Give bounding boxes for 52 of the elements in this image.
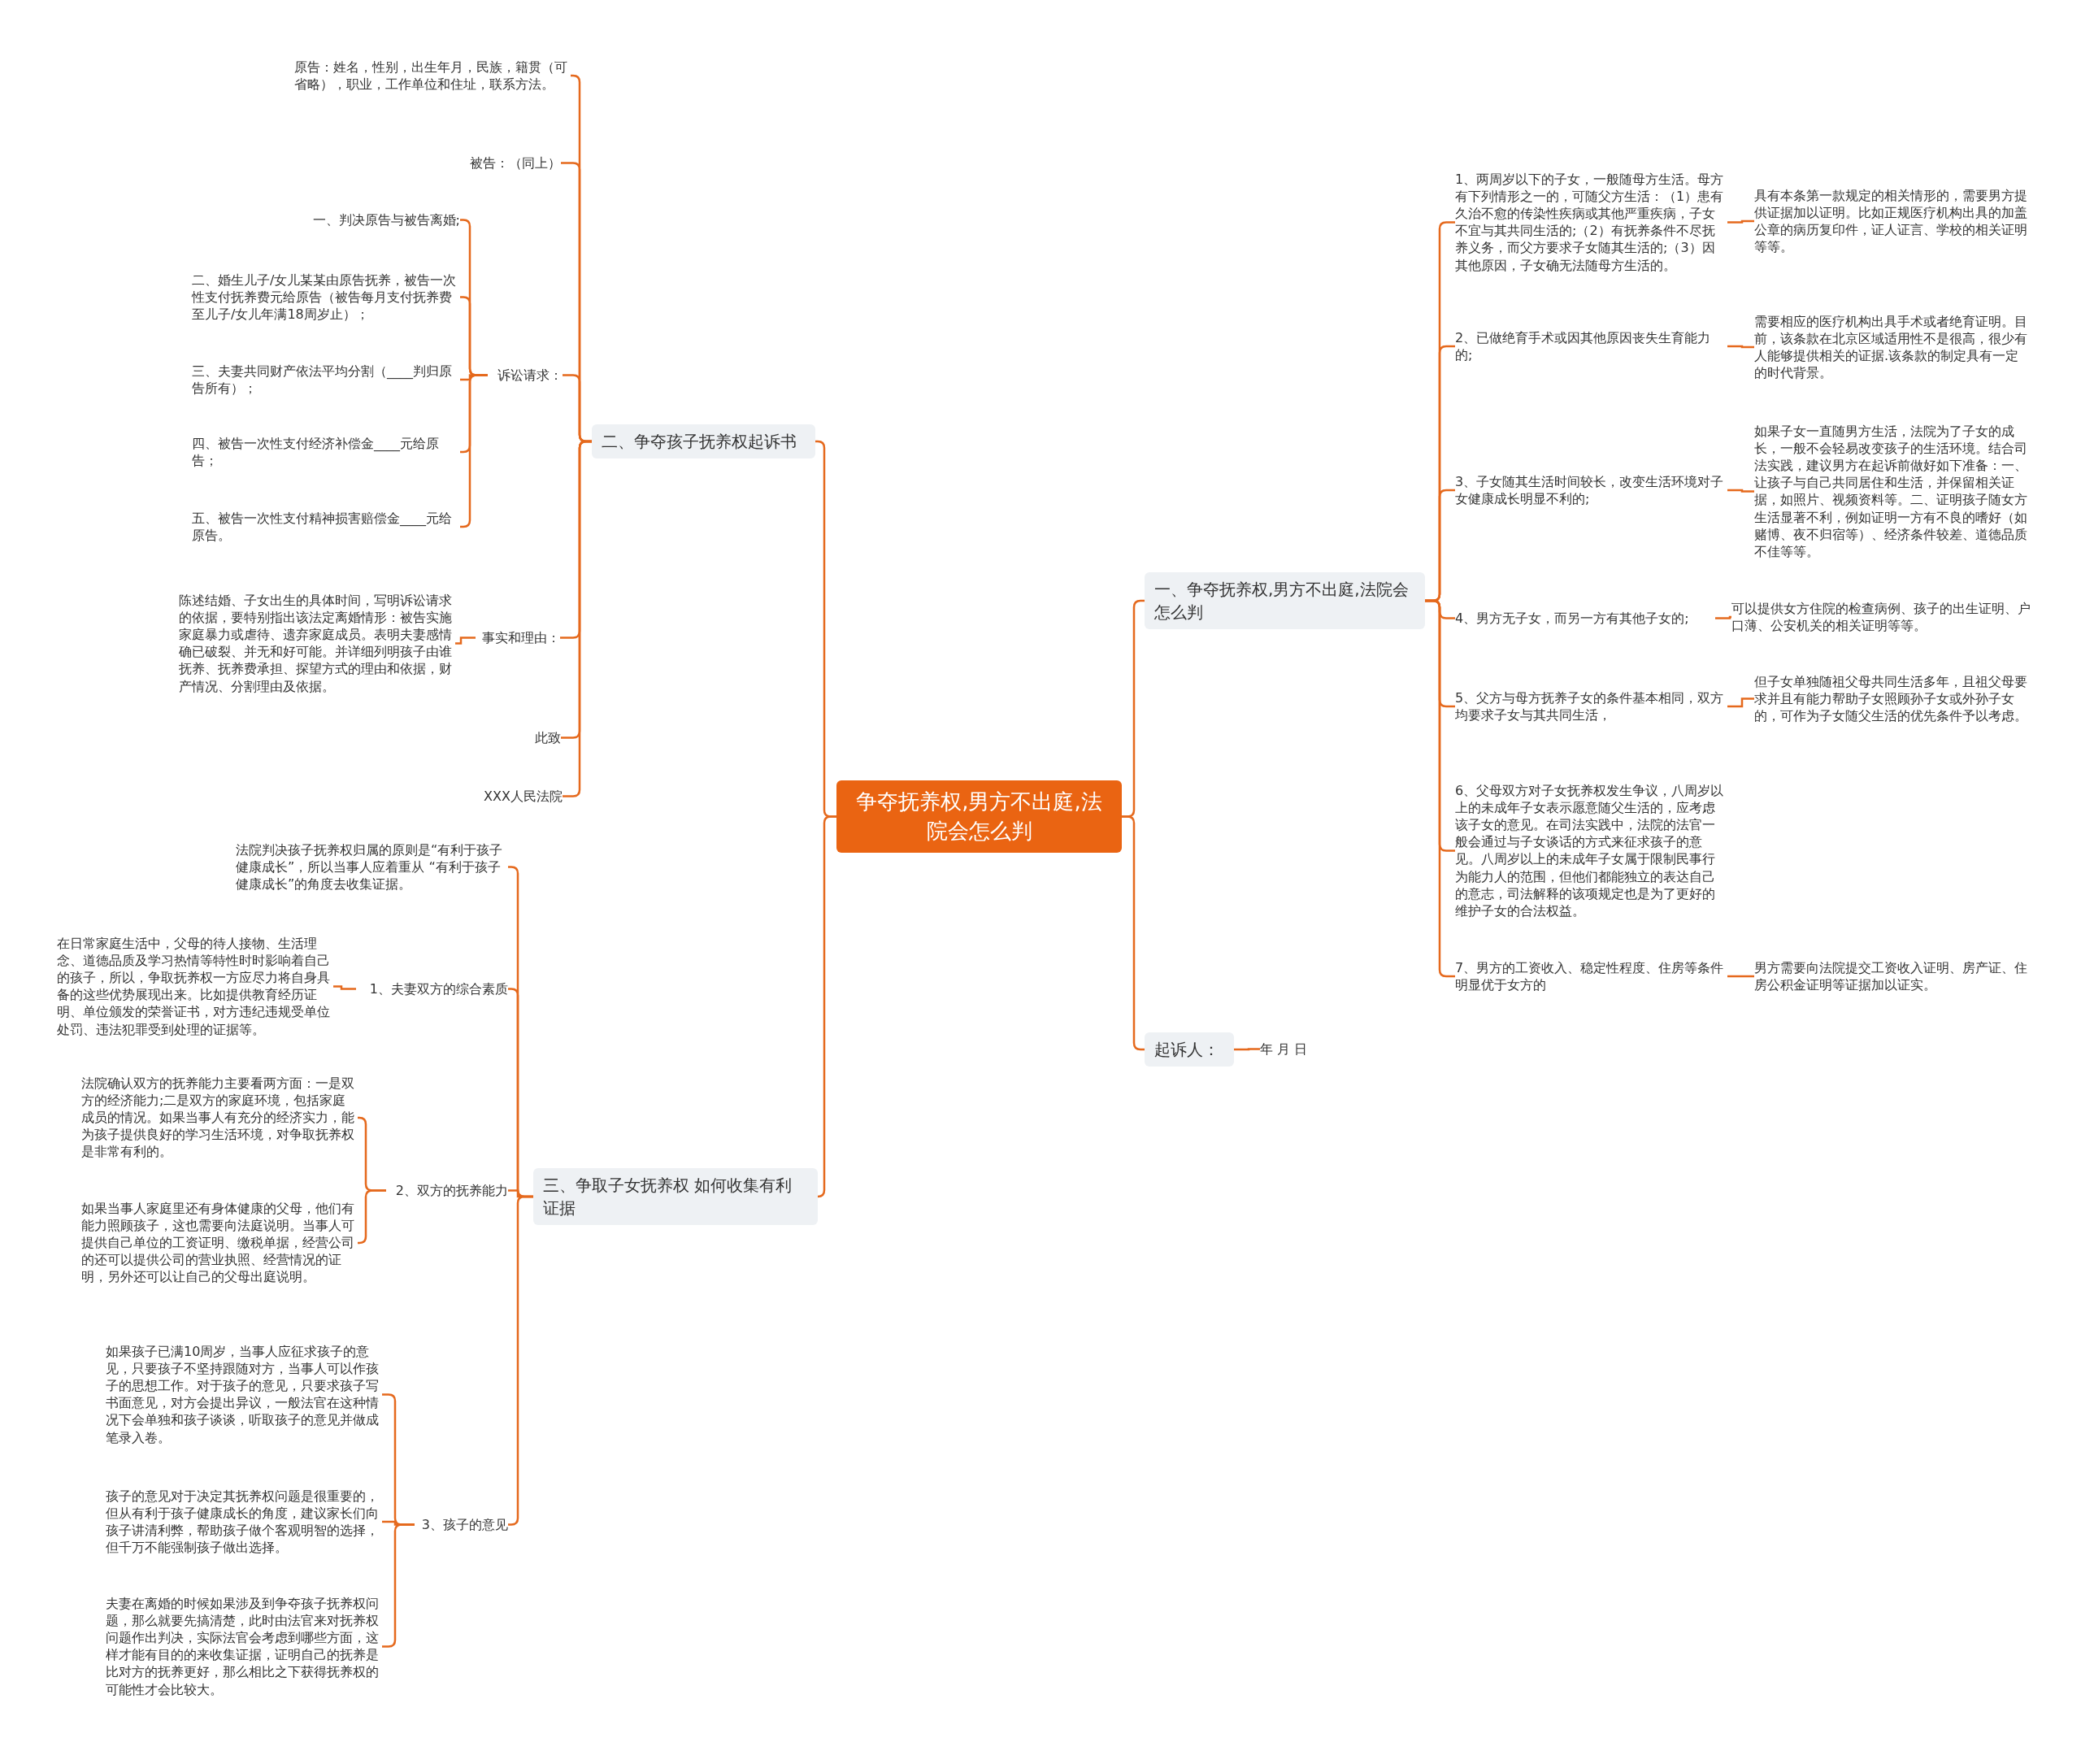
branch-topic: 二、争夺孩子抚养权起诉书 (592, 424, 815, 458)
topic-text: 可以提供女方住院的检查病例、孩子的出生证明、户口薄、公安机关的相关证明等等。 (1731, 600, 2034, 635)
connector-line (1727, 489, 1754, 493)
topic-text: 原告：姓名，性别，出生年月，民族，籍贯（可省略），职业，工作单位和住址，联系方法。 (294, 59, 571, 93)
topic-text: 男方需要向法院提交工资收入证明、房产证、住房公积金证明等证据加以证实。 (1754, 959, 2031, 994)
topic-text: 被告：（同上） (455, 154, 561, 172)
topic-text: 诉讼请求： (488, 367, 563, 385)
topic-text: 三、夫妻共同财产依法平均分割（____判归原告所有）； (192, 363, 460, 398)
connector-line (1727, 697, 1754, 708)
connector-line (1715, 615, 1732, 619)
connector-line (1727, 975, 1754, 978)
connector-line (358, 1189, 386, 1245)
topic-text: 6、父母双方对子女抚养权发生争议，八周岁以上的未成年子女表示愿意随父生活的，应考虑该子女的意见。在司法实践中，法院的法官一般会通过与子女谈话的方式来征求孩子的意见。八周岁以上的未成年子女属于限制民事行为能力人的范围，但他们都能独立的表达自己的意志，司法解释的该项规定也是为了更好的维护子女的合法权益。 (1455, 782, 1727, 919)
topic-text: XXX人民法院 (467, 788, 563, 806)
topic-text: 一、判决原告与被告离婚; (268, 211, 460, 229)
topic-text: 3、孩子的意见 (415, 1516, 508, 1534)
branch-topic: 一、争夺抚养权,男方不出庭,法院会怎么判 (1145, 572, 1425, 629)
topic-text: 具有本条第一款规定的相关情形的，需要男方提供证据加以证明。比如正规医疗机构出具的加盖公章的病历复印件，证人证言、学校的相关证明等等。 (1754, 187, 2031, 256)
central-topic: 争夺抚养权,男方不出庭,法院会怎么判 (836, 780, 1122, 853)
topic-text: 7、男方的工资收入、稳定性程度、住房等条件明显优于女方的 (1455, 959, 1727, 994)
topic-text: 夫妻在离婚的时候如果涉及到争夺孩子抚养权问题，那么就要先搞清楚，此时由法官来对抚养权问题作出判决，实际法官会考虑到哪些方面，这样才能有目的的来收集证据，证明自己的抚养是比对方的抚养更好，那么相比之下获得抚养权的可能性才会比较大。 (106, 1595, 382, 1698)
topic-text: 如果当事人家庭里还有身体健康的父母，他们有能力照顾孩子，这也需要向法庭说明。当事人可提供自己单位的工资证明、缴税单据，经营公司的还可以提供公司的营业执照、经营情况的证明，另外还可以让自己的父母出庭说明。 (81, 1200, 358, 1286)
topic-text: 5、父方与母方抚养子女的条件基本相同，双方均要求子女与其共同生活， (1455, 689, 1727, 724)
topic-text: 五、被告一次性支付精神损害赔偿金____元给原告。 (192, 510, 460, 545)
topic-text: 法院判决孩子抚养权归属的原则是“有利于孩子健康成长”，所以当事人应着重从 “有利于孩子健康成长”的角度去收集证据。 (236, 841, 508, 893)
topic-text: 年 月 日 (1260, 1041, 1333, 1058)
topic-text: 陈述结婚、子女出生的具体时间，写明诉讼请求的依据，要特别指出该法定离婚情形：被告实施家庭暴力或虐待、遗弃家庭成员。表明夫妻感情确已破裂、并无和好可能。并详细列明孩子由谁抚养、抚养费承担、探望方式的理由和依据，财产情况、分割理由及依据。 (179, 592, 455, 695)
branch-topic: 三、争取子女抚养权 如何收集有利证据 (533, 1168, 818, 1225)
topic-text: 1、两周岁以下的子女，一般随母方生活。母方有下列情形之一的，可随父方生活：（1）患有久治不愈的传染性疾病或其他严重疾病，子女不宜与其共同生活的;（2）有抚养条件不尽抚养义务，而父方要求子女随其生活的;（3）因其他原因，子女确无法随母方生活的。 (1455, 171, 1727, 274)
connector-line (816, 815, 836, 1198)
connector-line (1234, 1048, 1260, 1051)
connector-line (333, 985, 356, 990)
topic-text: 但子女单独随祖父母共同生活多年，且祖父母要求并且有能力帮助子女照顾孙子女或外孙子女的，可作为子女随父生活的优先条件予以考虑。 (1754, 673, 2031, 725)
topic-text: 2、双方的抚养能力 (386, 1182, 508, 1200)
topic-text: 在日常家庭生活中，父母的待人接物、生活理念、道德品质及学习热情等特性时时影响着自己的孩子，所以，争取抚养权一方应尽力将自身具备的这些优势展现出来。比如提供教育经历证明、单位颁发的荣誉证书，对方违纪违规受单位处罚、违法犯罪受到处理的证据等。 (57, 935, 333, 1038)
topic-text: 2、已做绝育手术或因其他原因丧失生育能力的; (1455, 329, 1727, 364)
topic-text: 事实和理由： (476, 629, 560, 647)
branch-topic: 起诉人： (1145, 1032, 1234, 1067)
topic-text: 二、婚生儿子/女儿某某由原告抚养，被告一次性支付抚养费元给原告（被告每月支付抚养费至儿子/女儿年满18周岁止）； (192, 272, 460, 324)
topic-text: 4、男方无子女，而另一方有其他子女的; (1455, 610, 1715, 628)
topic-text: 如果孩子已满10周岁，当事人应征求孩子的意见，只要孩子不坚持跟随对方，当事人可以作孩子的思想工作。对于孩子的意见，只要求孩子写书面意见，对方会提出异议，一般法官在这种情况下会单独和孩子谈谈，听取孩子的意见并做成笔录入卷。 (106, 1343, 382, 1446)
topic-text: 孩子的意见对于决定其抚养权问题是很重要的，但从有利于孩子健康成长的角度，建议家长们向孩子讲清利弊，帮助孩子做个客观明智的选择，但千万不能强制孩子做出选择。 (106, 1488, 382, 1557)
topic-text: 四、被告一次性支付经济补偿金____元给原告； (192, 435, 460, 470)
topic-text: 需要相应的医疗机构出具手术或者绝育证明。目前，该条款在北京区域适用性不是很高，很少有人能够提供相关的证据.该条款的制定具有一定的时代背景。 (1754, 313, 2031, 382)
topic-text: 法院确认双方的抚养能力主要看两方面：一是双方的经济能力;二是双方的家庭环境，包括家庭成员的情况。如果当事人有充分的经济实力，能为孩子提供良好的学习生活环境，对争取抚养权是非常有利的。 (81, 1075, 358, 1161)
connector-line (1727, 219, 1754, 224)
topic-text: 此致 (520, 729, 561, 747)
topic-text: 1、夫妻双方的综合素质 (356, 980, 508, 998)
topic-text: 3、子女随其生活时间较长，改变生活环境对子女健康成长明显不利的; (1455, 473, 1727, 508)
connector-line (455, 637, 476, 645)
connector-line (1727, 345, 1754, 349)
topic-text: 如果子女一直随男方生活，法院为了子女的成长，一般不会轻易改变孩子的生活环境。结合司法实践，建议男方在起诉前做好如下准备：一、让孩子与自己共同居住和生活，并保留相关证据，如照片、视频资料等。二、证明孩子随女方生活显著不利，例如证明一方有不良的嗜好（如赌博、夜不归宿等）、经济条件较差、道德品质不佳等等。 (1754, 423, 2031, 560)
